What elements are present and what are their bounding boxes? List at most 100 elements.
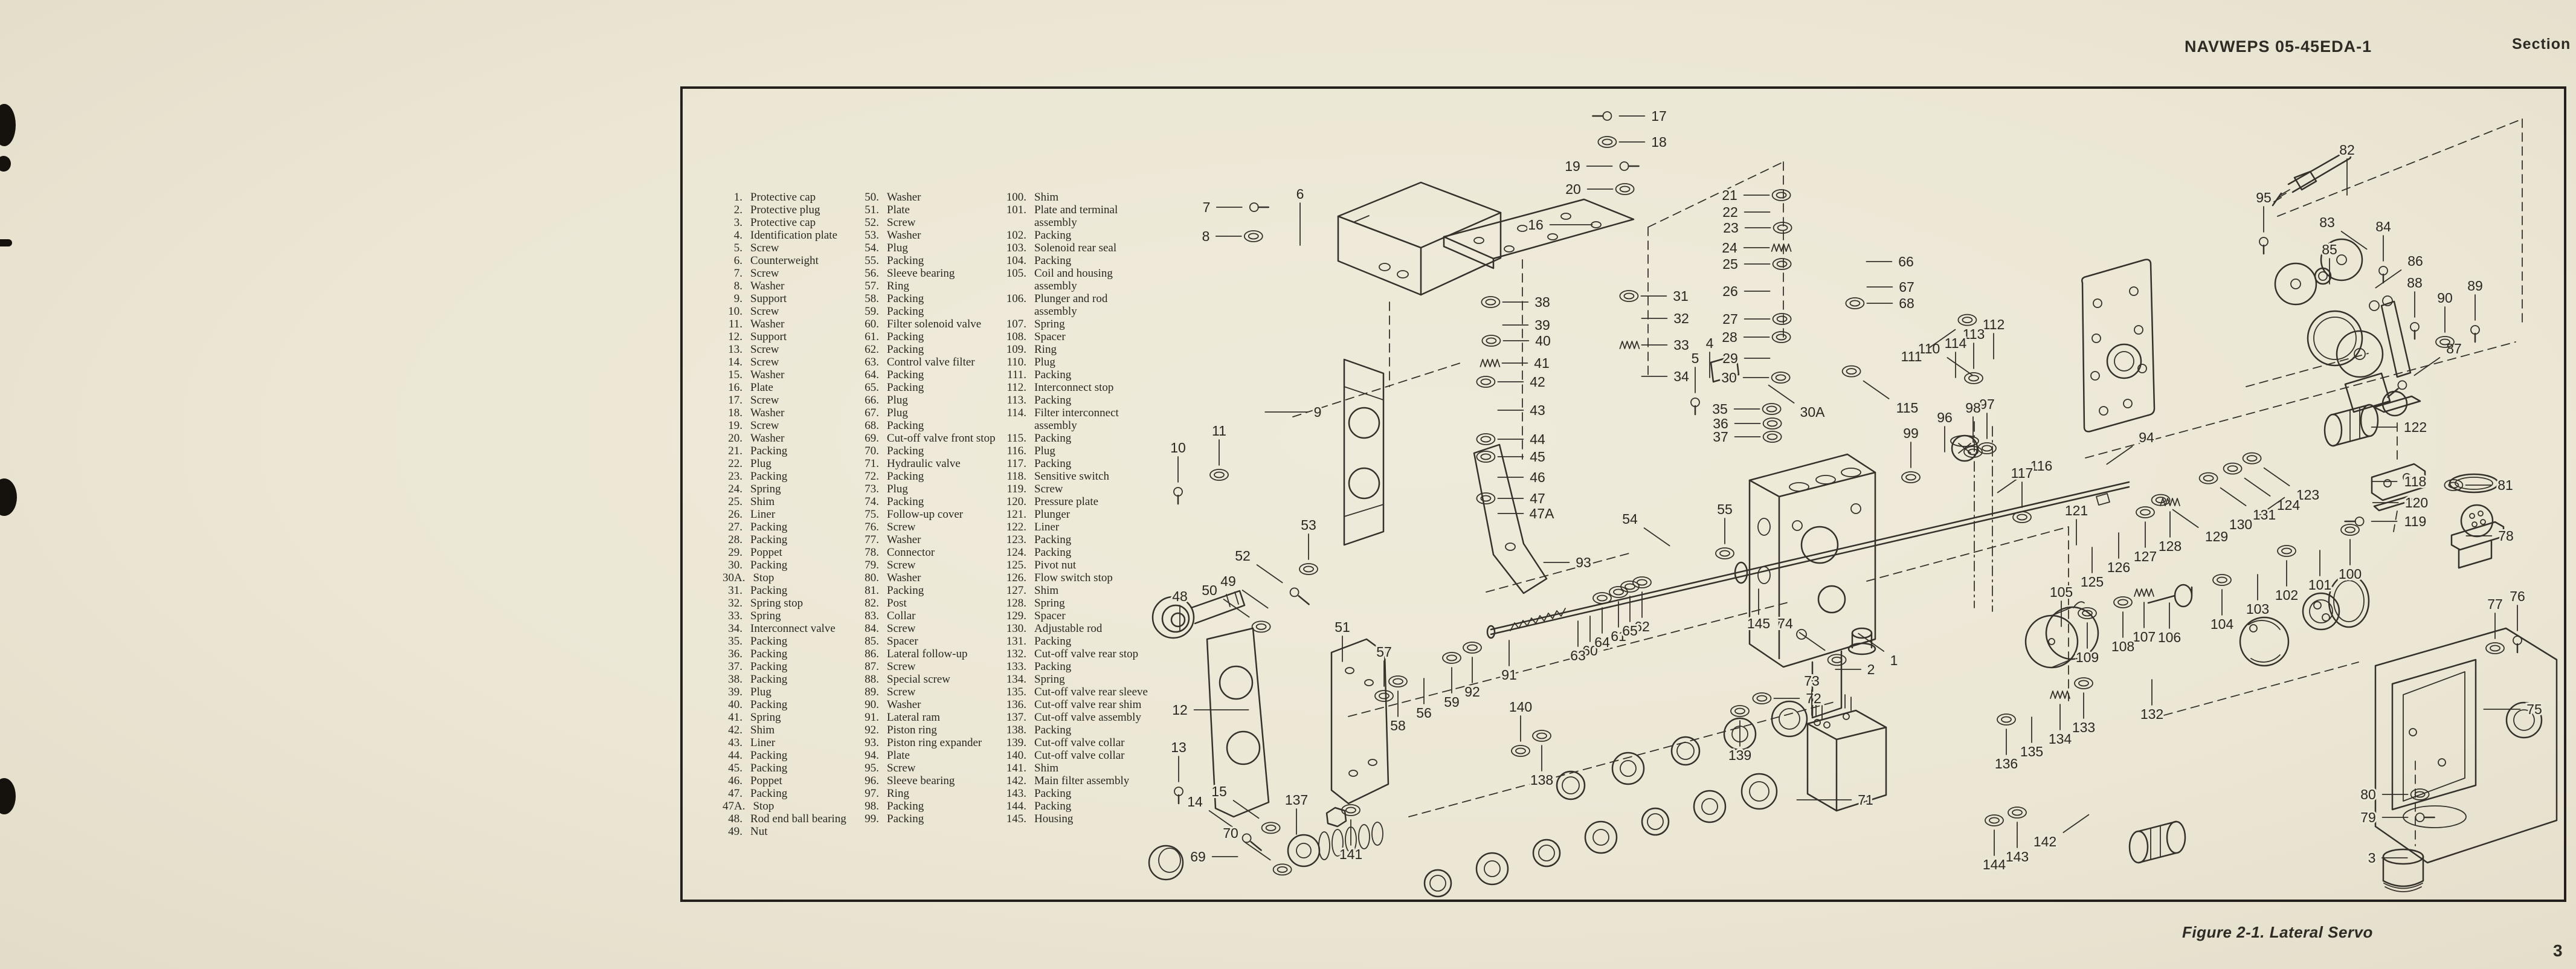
callout-leader (1232, 800, 1260, 819)
parts-list-item: 17.Screw (723, 394, 860, 407)
part-name: Cut-off valve assembly (1034, 711, 1141, 724)
part-name: Liner (1034, 521, 1060, 533)
callout-7: 7 (1203, 199, 1211, 215)
parts-list-item: 98.Packing (859, 800, 1002, 813)
parts-list-item: 12.Support (723, 330, 860, 343)
parts-list-item: 116.Plug (1000, 445, 1170, 457)
ring-part-icon (1480, 495, 1492, 502)
part-name: Protective cap (750, 191, 816, 204)
part-number: 47A. (723, 800, 745, 813)
callout-12: 12 (1172, 702, 1188, 718)
ring-part-icon (2078, 680, 2089, 687)
ring-part-icon (1762, 403, 1782, 415)
part-number: 123. (1006, 533, 1026, 546)
parts-list-item: 110.Plug (1000, 356, 1170, 369)
callout-50: 50 (1202, 582, 1217, 598)
parts-list-item: 45.Packing (723, 762, 860, 774)
part-number: 134. (1006, 673, 1026, 686)
ring-part-icon (1632, 576, 1652, 588)
ring-part-icon (1963, 446, 1983, 458)
parts-list-item: 111.Packing (1000, 369, 1170, 381)
part-number: 26. (728, 508, 742, 521)
bracket-drawing (1206, 627, 1389, 828)
part-number: 73. (865, 483, 879, 495)
parts-list-item: 67.Plug (859, 407, 1002, 419)
part-number: 137. (1006, 711, 1026, 724)
part-number: 40. (728, 698, 742, 711)
part-number: 106. (1006, 292, 1026, 305)
ring-part-icon (1299, 563, 1318, 575)
ring-part-icon (1962, 317, 1973, 323)
ring-part-icon (2212, 574, 2232, 586)
post-drawing (2272, 150, 2352, 207)
parts-list-item: 105.Coil and housing assembly (1000, 267, 1170, 292)
ring-part-icon (2113, 596, 2133, 608)
part-number: 7. (733, 267, 742, 280)
callout-95: 95 (2256, 190, 2272, 205)
parts-list-item: 68.Packing (859, 419, 1002, 432)
ring-part-icon (1771, 372, 1791, 384)
parts-list-item: 62.Packing (859, 343, 1002, 356)
part-number: 87. (865, 660, 879, 673)
callout-83: 83 (2319, 214, 2335, 230)
part-name: Packing (1034, 457, 1072, 470)
parts-list-item: 18.Washer (723, 407, 860, 419)
parts-list-item: 124.Packing (1000, 546, 1170, 559)
parts-list-item: 138.Packing (1000, 724, 1170, 736)
ring-part-icon (1209, 469, 1229, 481)
part-number: 131. (1006, 635, 1026, 648)
part-number: 142. (1006, 774, 1026, 787)
part-name: Spring (1034, 318, 1065, 330)
ring-part-icon (1982, 445, 1992, 452)
part-number: 117. (1006, 457, 1026, 470)
parts-list-item: 40.Packing (723, 698, 860, 711)
spring-part-icon (1619, 341, 1640, 349)
part-name: Washer (887, 229, 921, 242)
callout-110: 110 (1918, 341, 1940, 356)
part-number: 86. (865, 648, 879, 660)
part-number: 99. (865, 813, 879, 825)
parts-list-item: 127.Shim (1000, 584, 1170, 597)
callout-leader (2413, 357, 2441, 376)
ring-part-icon (2074, 677, 2093, 689)
parts-list-item: 107.Spring (1000, 318, 1170, 330)
parts-list-item: 85.Spacer (859, 635, 1002, 648)
ring-part-icon (1261, 822, 1281, 834)
part-name: Collar (887, 610, 916, 622)
ring-part-icon (1248, 233, 1259, 240)
parts-list-item: 145.Housing (1000, 813, 1170, 825)
callout-59: 59 (1444, 694, 1460, 710)
parts-list-item: 7.Screw (723, 267, 860, 280)
parts-list-item: 120.Pressure plate (1000, 495, 1170, 508)
callout-122: 122 (2404, 419, 2427, 435)
support-drawing (1343, 358, 1548, 594)
identification-plate-drawing (1710, 354, 1740, 383)
part-number: 80. (865, 571, 879, 584)
callout-42: 42 (1530, 374, 1545, 390)
parts-list-item: 117. Packing (1000, 457, 1170, 470)
part-number: 138. (1006, 724, 1026, 736)
parts-list-item: 102.Packing (1000, 229, 1170, 242)
parts-list-item: 15.Washer (723, 369, 860, 381)
part-number: 3. (733, 216, 742, 229)
parts-list-item: 73.Plug (859, 483, 1002, 495)
part-name: Packing (1034, 229, 1072, 242)
callout-74: 74 (1777, 616, 1793, 631)
parts-list-item: 135.Cut-off valve rear sleeve (1000, 686, 1170, 698)
figure-frame (680, 86, 2566, 902)
ring-part-icon (1476, 433, 1496, 445)
parts-list-item: 42.Shim (723, 724, 860, 736)
parts-list-item: 66.Plug (859, 394, 1002, 407)
part-number: 51. (865, 204, 879, 216)
ring-part-icon (1734, 707, 1745, 715)
part-name: Packing (887, 445, 924, 457)
part-name: Screw (887, 762, 916, 774)
part-name: Poppet (750, 774, 782, 787)
part-name: Packing (1034, 394, 1072, 407)
ring-part-icon (1957, 314, 1977, 326)
ring-part-icon (2435, 336, 2455, 348)
part-name: Screw (750, 343, 779, 356)
part-name: Screw (887, 660, 916, 673)
